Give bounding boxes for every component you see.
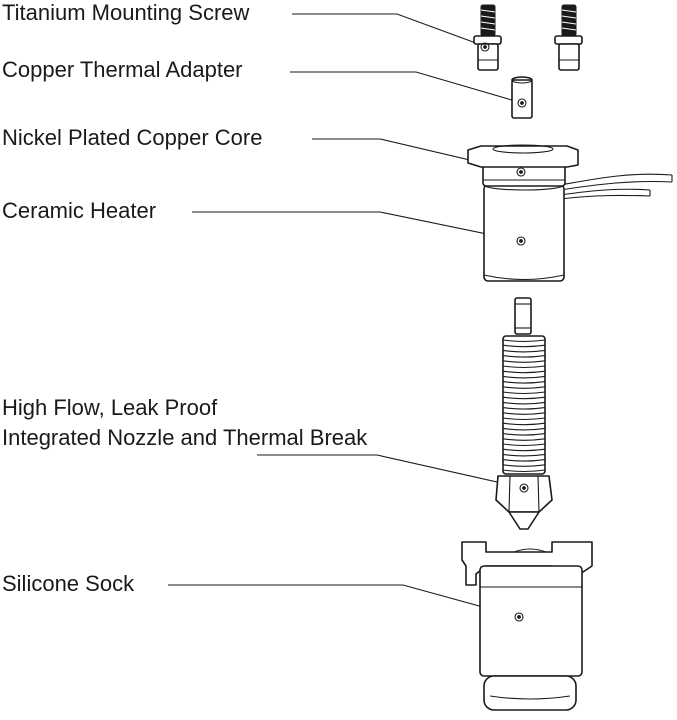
- label-silicone-sock: Silicone Sock: [2, 571, 135, 596]
- heater-wires: [559, 173, 673, 200]
- leader-screw: [292, 13, 485, 47]
- callout-labels: Titanium Mounting Screw Copper Thermal A…: [2, 0, 368, 596]
- label-ceramic-heater: Ceramic Heater: [2, 198, 156, 223]
- leader-lines: [168, 13, 525, 618]
- label-titanium-mounting-screw: Titanium Mounting Screw: [2, 0, 250, 25]
- label-nozzle-line-1: High Flow, Leak Proof: [2, 395, 218, 420]
- titanium-screw-left: [473, 4, 502, 71]
- label-copper-thermal-adapter: Copper Thermal Adapter: [2, 57, 243, 82]
- leader-nozzle: [257, 454, 525, 489]
- label-nozzle-line-2: Integrated Nozzle and Thermal Break: [2, 425, 368, 450]
- titanium-screw-right: [554, 4, 583, 71]
- label-nickel-plated-copper-core: Nickel Plated Copper Core: [2, 125, 262, 150]
- ceramic-heater: [483, 179, 565, 282]
- leader-sock: [168, 584, 520, 618]
- integrated-nozzle-thermal-break: [495, 297, 553, 530]
- leader-adapter: [290, 71, 523, 104]
- thermal-break-threads: [502, 339, 546, 473]
- silicone-sock: [461, 541, 593, 711]
- leader-heater: [192, 211, 522, 242]
- copper-thermal-adapter: [511, 76, 533, 119]
- nickel-plated-copper-core: [467, 144, 579, 187]
